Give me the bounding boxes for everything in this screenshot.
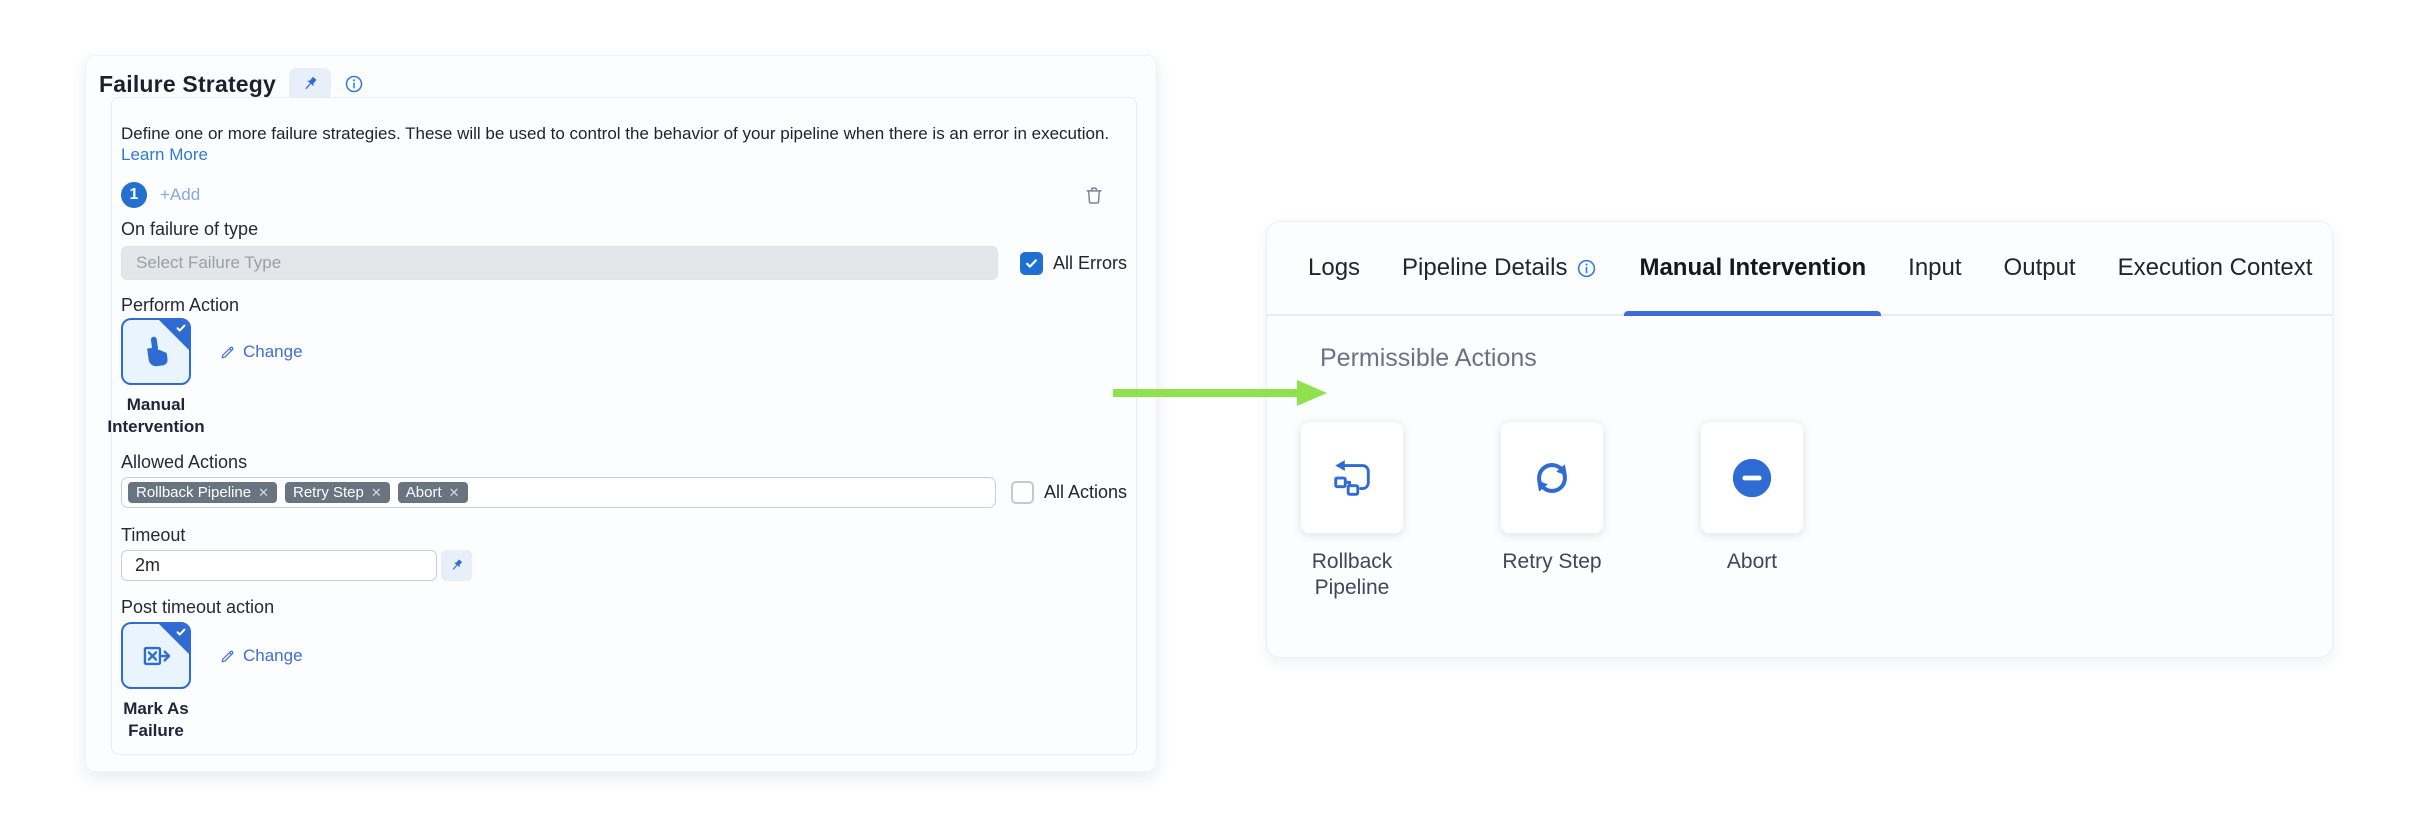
on-failure-label: On failure of type (121, 219, 259, 239)
change-label: Change (243, 646, 303, 666)
execution-details-panel: Logs Pipeline Details Manual Interventio… (1266, 221, 2333, 658)
timeout-pin-button[interactable] (441, 550, 472, 582)
panel-title: Failure Strategy (99, 70, 277, 97)
manual-intervention-hand-icon (147, 336, 168, 366)
abort-button[interactable] (1700, 421, 1804, 534)
checkmark-icon (1026, 258, 1037, 268)
tab-output[interactable]: Output (2003, 254, 2076, 281)
perform-action-label: Perform Action (121, 295, 240, 315)
mark-as-failure-tile[interactable] (121, 622, 191, 690)
permissible-actions-heading: Permissible Actions (1320, 344, 1537, 372)
pin-button[interactable] (289, 67, 332, 101)
timeout-input[interactable] (121, 550, 437, 582)
failure-type-input[interactable] (121, 246, 998, 280)
action-label: Retry Step (1502, 550, 1602, 573)
flow-arrow (1113, 380, 1327, 406)
retry-step-icon (1537, 462, 1567, 493)
abort-icon (1732, 458, 1772, 497)
pencil-icon (221, 346, 234, 358)
allowed-actions-input[interactable]: Rollback Pipeline ✕ Retry Step ✕ Abort ✕ (121, 477, 996, 509)
remove-tag-icon[interactable]: ✕ (448, 484, 460, 500)
post-timeout-label: Post timeout action (121, 597, 275, 618)
strategy-index-badge[interactable]: 1 (121, 181, 147, 208)
perform-action-value: Manual Intervention (107, 395, 205, 437)
strategy-editor-panel: Define one or more failure strategies. T… (107, 97, 1137, 755)
change-action-link[interactable]: Change (219, 342, 303, 362)
tag-abort: Abort ✕ (397, 482, 468, 504)
action-rollback-pipeline: Rollback Pipeline (1300, 421, 1404, 602)
failure-strategy-header: Failure Strategy (86, 56, 1156, 101)
action-label: Abort (1726, 550, 1778, 573)
post-timeout-block: Mark As Failure Change (121, 622, 1127, 742)
tab-manual-intervention[interactable]: Manual Intervention (1618, 222, 1887, 316)
selected-check-icon (176, 324, 186, 332)
tab-logs[interactable]: Logs (1308, 254, 1361, 281)
tag-retry-step: Retry Step ✕ (284, 482, 390, 504)
description-text: Define one or more failure strategies. T… (121, 124, 1110, 143)
delete-strategy-button[interactable] (1083, 184, 1105, 206)
pushpin-icon (452, 559, 463, 570)
pushpin-icon (305, 76, 317, 90)
tag-label: Abort (405, 484, 442, 502)
post-timeout-value: Mark As Failure (123, 699, 189, 741)
perform-action-block: Manual Intervention Change (107, 318, 1127, 438)
all-errors-checkbox[interactable] (1019, 251, 1043, 275)
change-label: Change (243, 342, 303, 361)
change-post-timeout-link[interactable]: Change (219, 646, 303, 666)
learn-more-link[interactable]: Learn More (121, 145, 208, 164)
tab-input[interactable]: Input (1908, 254, 1962, 281)
tag-label: Retry Step (292, 484, 364, 502)
selected-check-icon (176, 628, 186, 636)
rollback-pipeline-button[interactable] (1300, 421, 1404, 534)
manual-intervention-tile[interactable] (121, 318, 191, 385)
all-errors-label: All Errors (1052, 252, 1127, 273)
trash-icon (1086, 186, 1102, 204)
tag-rollback-pipeline: Rollback Pipeline ✕ (128, 482, 277, 504)
tab-pipeline-details[interactable]: Pipeline Details (1381, 222, 1618, 314)
failure-type-row: All Errors (121, 246, 1127, 280)
tab-label: Pipeline Details (1402, 254, 1568, 281)
action-abort: Abort (1700, 421, 1804, 602)
failure-strategy-card: Failure Strategy Define one or more fail… (85, 55, 1157, 772)
add-strategy-button[interactable]: +Add (160, 184, 201, 204)
tab-execution-context[interactable]: Execution Context (2117, 254, 2313, 281)
timeout-label: Timeout (121, 525, 186, 546)
remove-tag-icon[interactable]: ✕ (258, 484, 269, 500)
tag-label: Rollback Pipeline (136, 484, 252, 502)
strategy-list-row: 1 +Add (121, 181, 1127, 208)
remove-tag-icon[interactable]: ✕ (370, 484, 382, 500)
info-icon[interactable] (344, 74, 364, 94)
allowed-actions-row: Rollback Pipeline ✕ Retry Step ✕ Abort ✕… (121, 477, 1127, 509)
pencil-icon (221, 650, 234, 663)
action-label: Rollback Pipeline (1311, 550, 1393, 600)
strategy-description: Define one or more failure strategies. T… (121, 123, 1127, 165)
allowed-actions-label: Allowed Actions (121, 452, 248, 473)
rollback-pipeline-icon (1334, 459, 1370, 496)
retry-step-button[interactable] (1500, 421, 1604, 534)
action-retry-step: Retry Step (1500, 421, 1604, 602)
timeout-row (121, 550, 1127, 582)
permissible-actions-cards: Rollback Pipeline Retry Step Abort (1300, 421, 2332, 602)
manual-intervention-content: Permissible Actions Rollback Pipeline Re… (1267, 316, 2332, 602)
tab-bar: Logs Pipeline Details Manual Interventio… (1267, 222, 2332, 316)
all-actions-label: All Actions (1043, 482, 1127, 503)
info-icon[interactable] (1576, 258, 1597, 279)
all-actions-checkbox[interactable] (1010, 481, 1034, 505)
